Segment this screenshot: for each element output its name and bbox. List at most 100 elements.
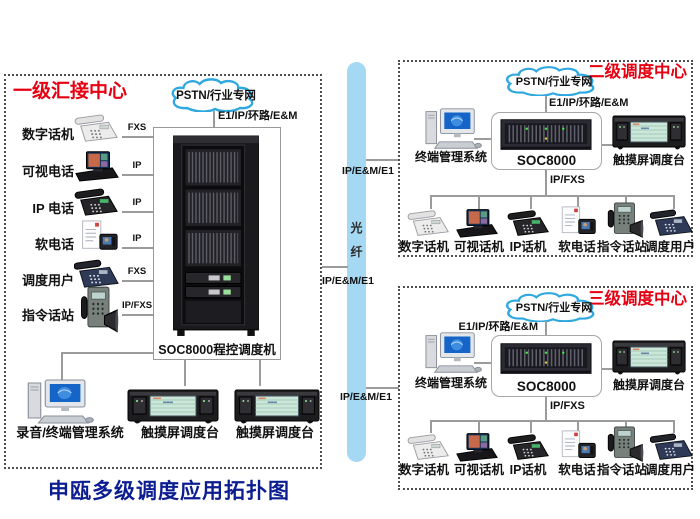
port-label: FXS bbox=[127, 122, 147, 133]
port-label: FXS bbox=[127, 266, 147, 277]
ip-phone-icon bbox=[507, 430, 551, 462]
connector-line bbox=[122, 211, 153, 213]
connector-line bbox=[259, 360, 261, 386]
dispatch-phone-icon bbox=[650, 430, 694, 462]
digital-phone-icon bbox=[407, 206, 451, 238]
connector-line bbox=[366, 159, 399, 161]
level3-panel bbox=[398, 286, 693, 490]
connector-line bbox=[625, 195, 627, 209]
device-label: 软电话 bbox=[558, 240, 596, 254]
softphone-icon bbox=[554, 430, 598, 462]
ip-phone-icon bbox=[507, 206, 551, 238]
level1-panel bbox=[4, 74, 322, 469]
connector-line bbox=[602, 368, 614, 370]
digital-phone-icon bbox=[74, 110, 120, 144]
console-label: 触摸屏调度台 bbox=[612, 378, 685, 392]
device-label: 数字话机 bbox=[398, 240, 449, 254]
device-label: 软电话 bbox=[34, 237, 74, 252]
connector-line bbox=[430, 195, 432, 209]
connector-line bbox=[545, 96, 547, 112]
connector-line bbox=[322, 266, 348, 268]
connector-line bbox=[478, 420, 480, 433]
connector-line bbox=[122, 314, 153, 316]
level2-title: 二级调度中心 bbox=[588, 63, 687, 81]
connector-line bbox=[366, 387, 399, 389]
device-label: 指令话站 bbox=[596, 463, 647, 477]
connector-line bbox=[184, 360, 186, 386]
cloud-label: PSTN/行业专网 bbox=[176, 90, 256, 102]
console-label: 触摸屏调度台 bbox=[612, 153, 685, 167]
terminal-label: 终端管理系统 bbox=[414, 376, 487, 390]
command-station-icon bbox=[76, 286, 120, 334]
connector-line bbox=[673, 420, 675, 433]
connector-line bbox=[61, 352, 63, 382]
connector-line bbox=[122, 136, 153, 138]
terminal-label: 录音/终端管理系统 bbox=[16, 425, 124, 440]
connector-line bbox=[122, 247, 153, 249]
dispatch-phone-icon bbox=[74, 256, 120, 290]
rack-cabinet-icon bbox=[168, 133, 264, 339]
connector-line bbox=[478, 195, 480, 209]
device-label: IP话机 bbox=[509, 463, 547, 477]
level2-panel bbox=[398, 60, 693, 257]
bus-line bbox=[430, 420, 673, 422]
ip-phone-icon bbox=[74, 184, 120, 218]
level1-cloud: PSTN/行业专网 bbox=[168, 78, 264, 112]
connector-line bbox=[577, 195, 579, 209]
connector-line bbox=[530, 420, 532, 433]
fiber-label-char: 光 bbox=[350, 221, 363, 235]
fiber-label-char: 纤 bbox=[350, 245, 363, 259]
cloud-icon bbox=[502, 66, 606, 96]
level3-uplink-label: E1/IP/环路/E&M bbox=[458, 321, 538, 333]
device-label: 调度用户 bbox=[21, 273, 74, 288]
digital-phone-icon bbox=[407, 430, 451, 462]
device-label: 数字话机 bbox=[21, 127, 74, 142]
level2-cloud: PSTN/行业专网 bbox=[502, 66, 606, 96]
device-label: 可视话机 bbox=[453, 240, 504, 254]
device-label: 数字话机 bbox=[398, 463, 449, 477]
device-label: 调度用户 bbox=[644, 463, 695, 477]
chassis-icon bbox=[500, 341, 592, 377]
cloud-icon bbox=[168, 78, 264, 112]
fiber-link-label: IP/E&M/E1 bbox=[342, 165, 394, 177]
console-icon bbox=[612, 111, 686, 151]
workstation-icon bbox=[26, 378, 94, 426]
connector-line bbox=[474, 138, 491, 140]
fiber-link-label: IP/E&M/E1 bbox=[322, 275, 374, 287]
connector-line bbox=[530, 195, 532, 209]
port-label: IP/FXS bbox=[121, 300, 153, 311]
level2-switch-label: SOC8000 bbox=[516, 153, 577, 168]
device-label: 指令话站 bbox=[596, 240, 647, 254]
connector-line bbox=[545, 321, 547, 335]
console-label: 触摸屏调度台 bbox=[140, 425, 219, 440]
device-label: 调度用户 bbox=[644, 240, 695, 254]
connector-line bbox=[577, 420, 579, 433]
connector-line bbox=[430, 420, 432, 433]
level2-downlink-label: IP/FXS bbox=[550, 174, 585, 186]
device-label: 指令话站 bbox=[21, 308, 74, 323]
device-label: 软电话 bbox=[558, 463, 596, 477]
console-icon bbox=[234, 385, 320, 425]
workstation-icon bbox=[424, 107, 482, 151]
connector-line bbox=[545, 170, 547, 195]
port-label: IP bbox=[132, 233, 142, 244]
level1-uplink-label: E1/IP/环路/E&M bbox=[218, 110, 298, 122]
fiber-link-label: IP/E&M/E1 bbox=[340, 391, 392, 403]
chassis-icon bbox=[500, 117, 592, 153]
command-station-icon bbox=[603, 202, 645, 239]
port-label: IP bbox=[132, 197, 142, 208]
video-phone-icon bbox=[455, 206, 499, 238]
video-phone-icon bbox=[455, 430, 499, 462]
bus-line bbox=[430, 195, 673, 197]
console-icon bbox=[127, 385, 219, 425]
connector-line bbox=[122, 174, 153, 176]
level1-title: 一级汇接中心 bbox=[13, 81, 128, 102]
cloud-icon bbox=[502, 292, 606, 322]
connector-line bbox=[545, 397, 547, 420]
connector-line bbox=[474, 362, 491, 364]
device-label: 可视电话 bbox=[21, 164, 74, 179]
port-label: IP bbox=[132, 160, 142, 171]
video-phone-icon bbox=[74, 148, 120, 182]
level3-cloud: PSTN/行业专网 bbox=[502, 292, 606, 322]
